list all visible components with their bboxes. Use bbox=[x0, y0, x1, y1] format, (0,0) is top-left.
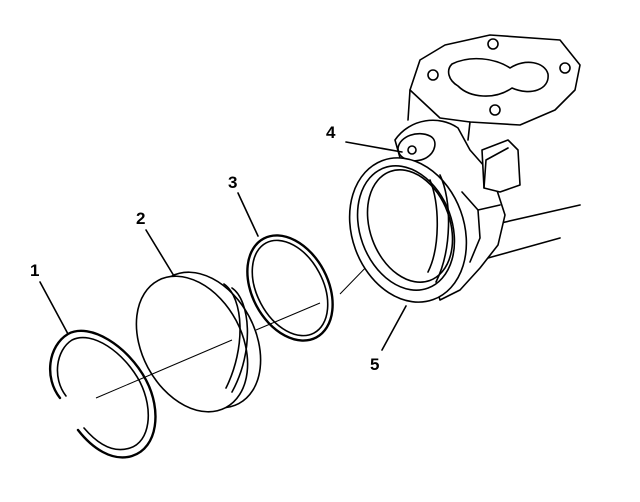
callout-3: 3 bbox=[228, 173, 237, 192]
snap-ring bbox=[48, 329, 157, 459]
callout-1: 1 bbox=[30, 261, 39, 280]
callout-2: 2 bbox=[136, 209, 145, 228]
piston-disc bbox=[135, 271, 262, 413]
leader-line-5 bbox=[381, 305, 407, 351]
housing bbox=[348, 34, 581, 303]
leader-line-4 bbox=[345, 141, 403, 153]
seal-ring bbox=[246, 234, 334, 342]
leader-line-2 bbox=[145, 229, 175, 277]
callout-4: 4 bbox=[326, 123, 336, 142]
leader-lines bbox=[39, 141, 407, 351]
leader-line-3 bbox=[237, 192, 259, 237]
leader-line-1 bbox=[39, 281, 69, 335]
callout-5: 5 bbox=[370, 355, 379, 374]
